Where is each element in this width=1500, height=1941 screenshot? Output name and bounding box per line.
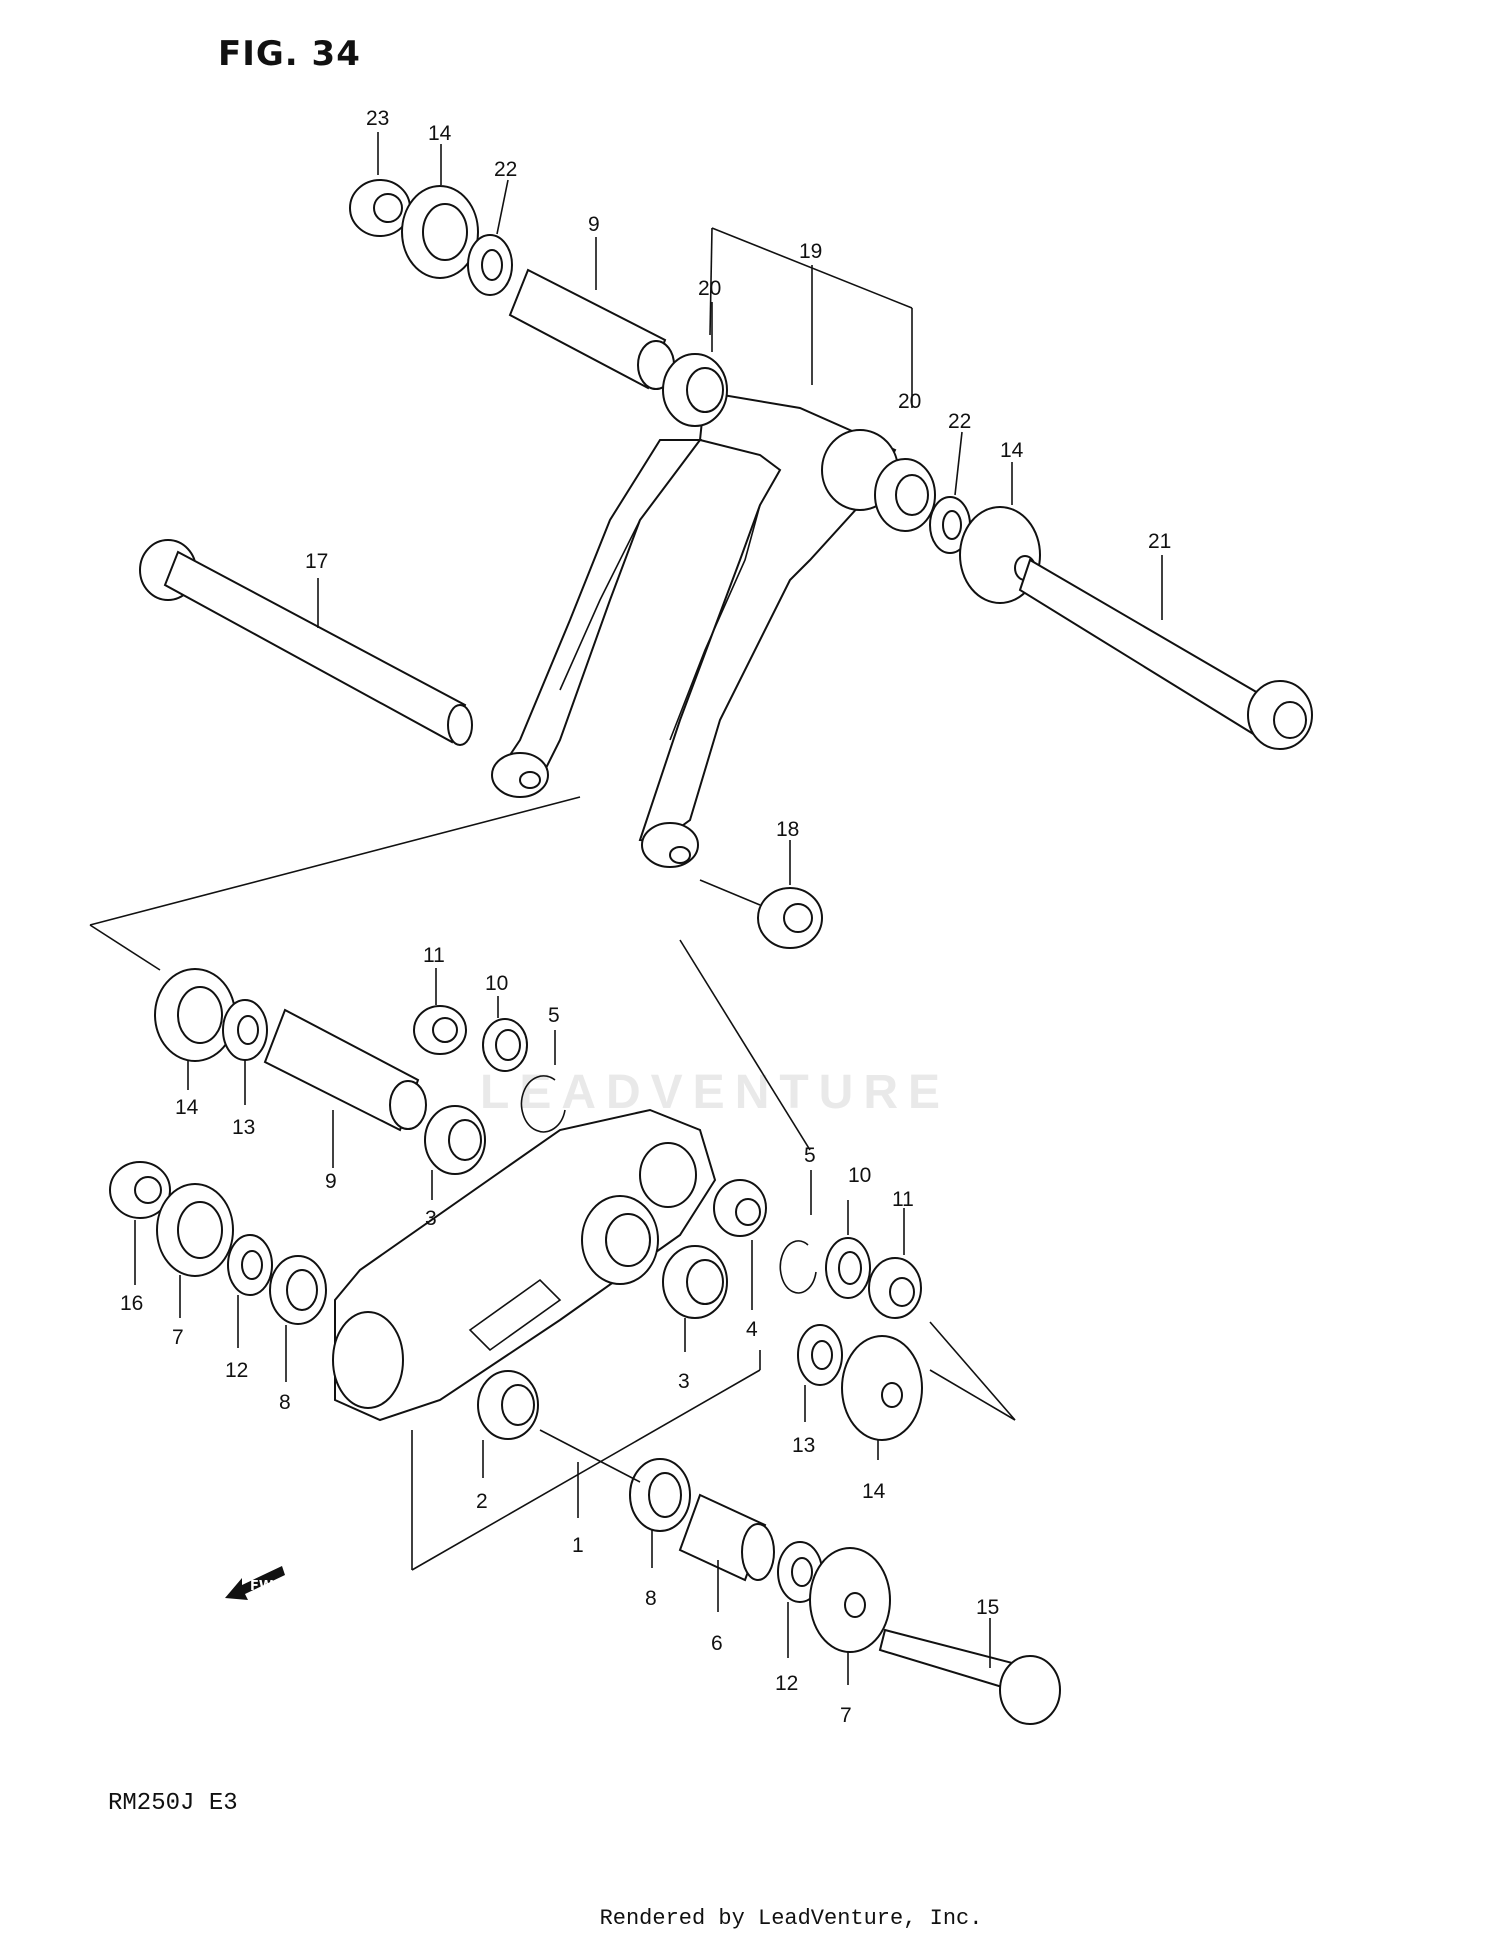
callout-8: 8 <box>279 1391 291 1414</box>
part-13-washer-left <box>222 999 268 1061</box>
model-code: RM250J E3 <box>108 1790 238 1817</box>
part-9-spacer-lower <box>263 1008 427 1132</box>
footer-text: Rendered by LeadVenture, Inc. <box>599 1906 983 1931</box>
callout-14: 14 <box>175 1096 199 1119</box>
callout-3: 3 <box>678 1370 690 1393</box>
part-20-bearing-left <box>662 353 728 427</box>
part-7-cap-right <box>809 1547 891 1653</box>
part-11-collar-upper <box>413 1005 467 1055</box>
part-2-bearing <box>477 1370 539 1440</box>
part-11-collar-lower <box>868 1257 922 1319</box>
callout-14: 14 <box>862 1480 886 1503</box>
callout-12: 12 <box>225 1359 248 1382</box>
callout-12: 12 <box>775 1672 798 1695</box>
callout-10: 10 <box>485 972 508 995</box>
part-7-cap-left <box>156 1183 234 1277</box>
callout-14: 14 <box>428 122 452 145</box>
part-14-cap-lower-left <box>154 968 236 1062</box>
part-3-bearing-right <box>662 1245 728 1319</box>
part-17-bolt <box>139 539 473 746</box>
figure-title: FIG. 34 <box>218 34 361 74</box>
part-22-washer-upper-left <box>467 234 513 296</box>
assembly-guide-lines <box>89 227 1016 1571</box>
callout-3: 3 <box>425 1207 437 1230</box>
callout-8: 8 <box>645 1587 657 1610</box>
callout-13: 13 <box>792 1434 815 1457</box>
callout-22: 22 <box>948 410 971 433</box>
callout-15: 15 <box>976 1596 999 1619</box>
callout-20: 20 <box>698 277 721 300</box>
callouts: 23 14 22 9 20 19 20 22 14 21 17 18 11 10… <box>120 107 1171 1727</box>
footer-credit: Rendered by LeadVenture, Inc. <box>0 1906 1500 1931</box>
callout-10: 10 <box>848 1164 871 1187</box>
callout-17: 17 <box>305 550 328 573</box>
callout-5: 5 <box>548 1004 560 1027</box>
callout-11: 11 <box>892 1188 914 1211</box>
part-20-bearing-right <box>874 458 936 532</box>
part-21-bolt <box>1018 558 1313 750</box>
callout-7: 7 <box>172 1326 184 1349</box>
part-5-clip-upper <box>520 1075 566 1133</box>
part-16-nut <box>109 1161 171 1219</box>
callout-16: 16 <box>120 1292 143 1315</box>
part-10-seal-upper <box>482 1018 528 1072</box>
part-13-washer-right <box>797 1324 843 1386</box>
callout-13: 13 <box>232 1116 255 1139</box>
callout-22: 22 <box>494 158 517 181</box>
part-15-bolt <box>878 1628 1061 1725</box>
part-12-washer-left <box>227 1234 273 1296</box>
callout-14: 14 <box>1000 439 1024 462</box>
part-4-collar <box>713 1179 767 1237</box>
callout-9: 9 <box>325 1170 337 1193</box>
part-14-cap-upper-left <box>401 185 479 279</box>
part-23-nut <box>349 179 411 237</box>
part-10-seal-lower <box>825 1237 871 1299</box>
callout-9: 9 <box>588 213 600 236</box>
part-14-cap-lower-right <box>841 1335 923 1441</box>
callout-18: 18 <box>776 818 799 841</box>
callout-1: 1 <box>572 1534 584 1557</box>
watermark-text: LEADVENTURE <box>480 1066 951 1119</box>
part-9-spacer-upper <box>508 268 675 390</box>
part-8-seal-right <box>629 1458 691 1532</box>
callout-20: 20 <box>898 390 921 413</box>
part-8-seal-left <box>269 1255 327 1325</box>
part-22-washer-right <box>929 496 971 554</box>
callout-21: 21 <box>1148 530 1171 553</box>
part-5-clip-lower <box>779 1240 817 1294</box>
callout-4: 4 <box>746 1318 758 1341</box>
part-6-spacer <box>678 1493 775 1582</box>
callout-7: 7 <box>840 1704 852 1727</box>
fwd-direction-badge: FWD <box>225 1566 285 1600</box>
callout-23: 23 <box>366 107 389 130</box>
part-cushion-lever <box>491 390 899 868</box>
callout-2: 2 <box>476 1490 488 1513</box>
callout-5: 5 <box>804 1144 816 1167</box>
part-18-nut <box>699 879 823 949</box>
fwd-label: FWD <box>250 1579 284 1594</box>
part-cushion-rod <box>332 1108 717 1422</box>
callout-19: 19 <box>799 240 822 263</box>
callout-11: 11 <box>423 944 445 967</box>
part-3-bearing-left <box>424 1105 486 1175</box>
callout-6: 6 <box>711 1632 723 1655</box>
